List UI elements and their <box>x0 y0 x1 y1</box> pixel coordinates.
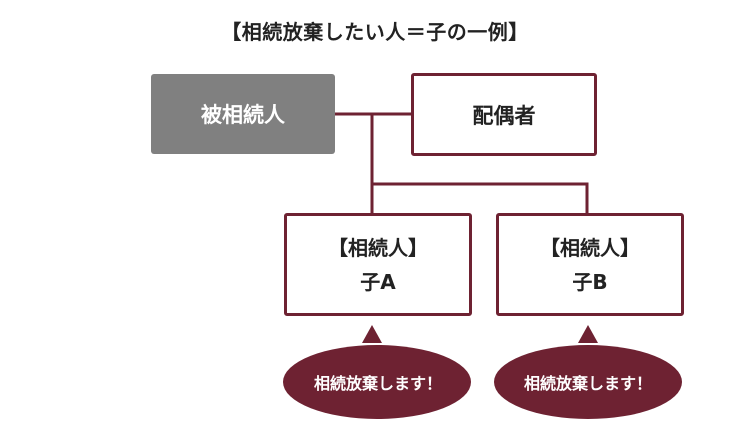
node-deceased: 被相続人 <box>151 74 335 154</box>
node-child-a-name: 子A <box>360 269 396 294</box>
node-child-a: 【相続人】 子A <box>284 213 472 316</box>
node-child-a-role: 【相続人】 <box>328 235 428 260</box>
node-spouse: 配偶者 <box>411 73 597 156</box>
speech-bubble-b-text: 相続放棄します！ <box>523 374 652 393</box>
node-child-b-role: 【相続人】 <box>540 235 640 260</box>
speech-bubble-a-text: 相続放棄します！ <box>313 374 442 393</box>
speech-bubble-a <box>283 325 471 419</box>
node-deceased-label: 被相続人 <box>201 103 285 127</box>
node-child-b-name: 子B <box>572 269 608 294</box>
speech-bubble-b <box>494 325 682 419</box>
node-child-b: 【相続人】 子B <box>496 213 684 316</box>
node-spouse-label: 配偶者 <box>472 103 536 128</box>
diagram-title: 【相続放棄したい人＝子の一例】 <box>221 20 529 44</box>
